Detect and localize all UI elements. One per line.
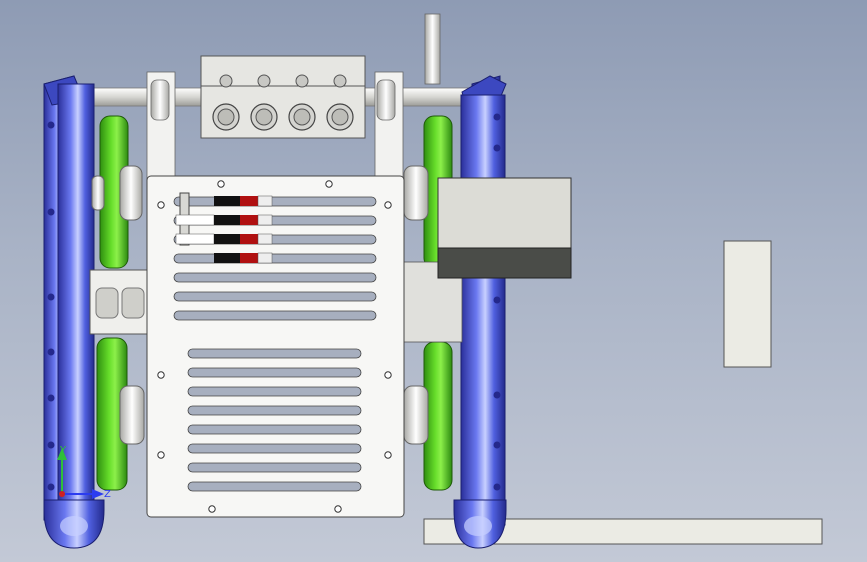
- left-track: [43, 75, 105, 549]
- left-bearing: [150, 79, 170, 121]
- wire-harness: [175, 192, 273, 264]
- coordinate-triad-icon: Y Z: [57, 445, 111, 500]
- top-post: [424, 13, 441, 85]
- sensor-box: [437, 177, 572, 279]
- wheel-front-left: [91, 115, 143, 269]
- triad-y-label: Y: [59, 445, 67, 456]
- wheel-rear-left: [96, 337, 145, 491]
- side-plate: [723, 240, 772, 368]
- right-bearing: [376, 79, 396, 121]
- wheel-rear-right: [403, 341, 453, 491]
- left-cross-bracket: [89, 269, 151, 335]
- top-clamp-bracket: [200, 55, 366, 139]
- triad-z-label: Z: [104, 489, 111, 500]
